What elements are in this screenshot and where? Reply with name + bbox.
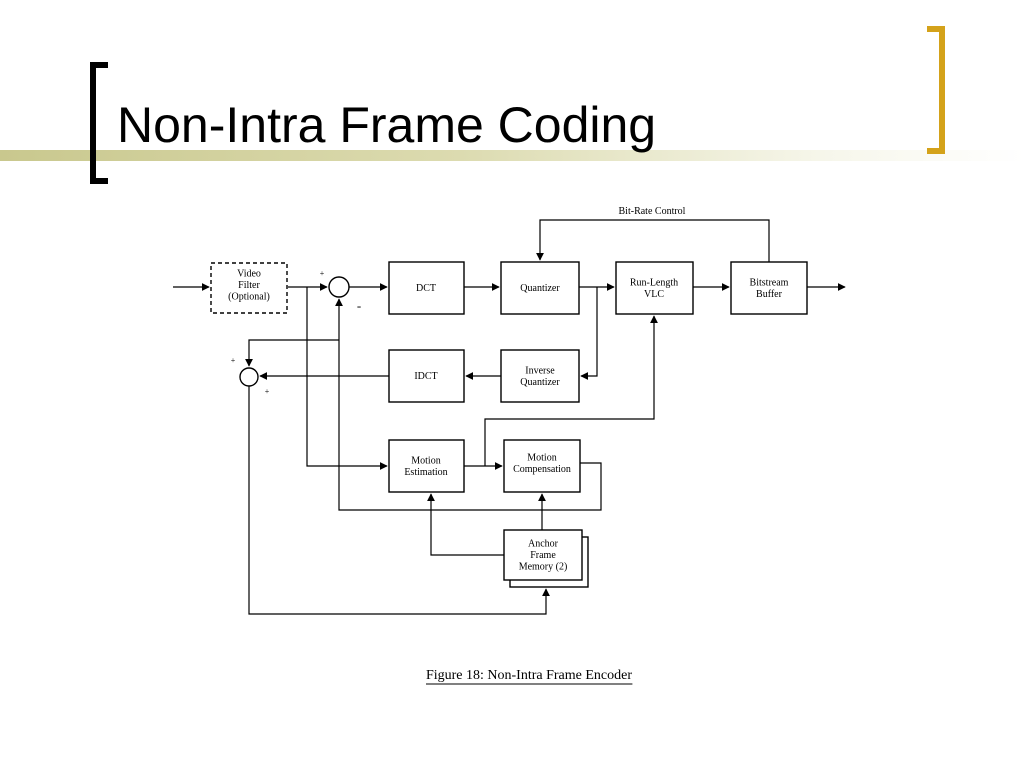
block-label-line: Inverse: [525, 365, 555, 376]
motion-estimation-block: [388, 439, 465, 493]
motion-compensation-block: [503, 439, 581, 493]
video-filter-block: [210, 262, 288, 314]
block-label-line: Motion: [527, 452, 556, 463]
dct-block: [388, 261, 465, 315]
quantizer-label: Quantizer: [520, 283, 560, 294]
sum1-plus-sign: +: [320, 269, 325, 278]
quantizer-to-inverse-quantizer: [580, 287, 598, 380]
slide-title: Non-Intra Frame Coding: [117, 97, 657, 153]
anchor-to-estimation: [427, 493, 504, 556]
sum2-plus-bottom-sign: +: [265, 387, 270, 396]
signal-wires: [173, 219, 846, 615]
motion-vectors-to-vlc: [484, 315, 658, 466]
left-bracket-decoration: [90, 62, 108, 184]
figure-caption: Figure 18: Non-Intra Frame Encoder: [426, 668, 632, 683]
block-label-line: (Optional): [228, 292, 270, 303]
bitstream-buffer-block: [730, 261, 808, 315]
prediction-to-reconstruction-sum: [245, 339, 339, 367]
summing-junction-input: [328, 276, 350, 298]
block-label-line: Quantizer: [520, 377, 560, 388]
block-label-line: Bitstream: [750, 277, 789, 288]
input-to-motion-estimation: [306, 287, 388, 470]
run-length-vlc-block: [615, 261, 694, 315]
summing-junction-reconstruction: [239, 367, 259, 387]
block-label-line: Quantizer: [520, 283, 560, 294]
block-label-line: Estimation: [404, 467, 447, 478]
block-label-line: Memory (2): [519, 562, 568, 573]
right-bracket-decoration: [927, 26, 945, 154]
block-label-line: DCT: [416, 283, 436, 294]
title-underline-band: [0, 150, 1024, 161]
block-label-line: Video: [237, 269, 261, 280]
block-label-line: Buffer: [756, 289, 783, 300]
quantizer-block: [500, 261, 580, 315]
dct-label: DCT: [416, 283, 436, 294]
block-label-line: IDCT: [414, 371, 437, 382]
prediction-to-input-sum: [335, 298, 602, 511]
bit-rate-control-label: Bit-Rate Control: [619, 206, 686, 217]
bit-rate-control-feedback: [536, 219, 770, 262]
sum2-plus-top-sign: +: [231, 356, 236, 365]
reconstruction-to-anchor-memory: [248, 386, 550, 615]
anchor-frame-memory-block: [503, 529, 583, 581]
block-label-line: Compensation: [513, 464, 571, 475]
block-label-line: Anchor: [528, 539, 559, 550]
block-label-line: Run-Length: [630, 277, 678, 288]
idct-label: IDCT: [414, 371, 437, 382]
block-label-line: Motion: [411, 455, 440, 466]
sum1-minus-sign: -: [357, 298, 361, 313]
block-label-line: Filter: [238, 280, 260, 291]
block-label-line: VLC: [644, 289, 664, 300]
inverse-quantizer-block: [500, 349, 580, 403]
block-label-line: Frame: [530, 550, 556, 561]
